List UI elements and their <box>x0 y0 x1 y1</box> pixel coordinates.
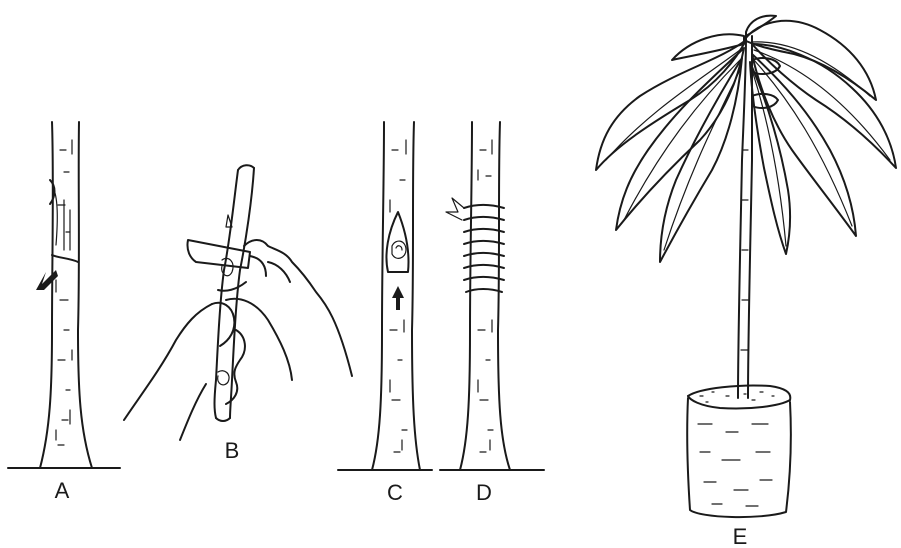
trunk-left-edge <box>738 36 746 398</box>
arrow-a-icon <box>36 270 58 290</box>
stem-d-left-edge <box>460 122 472 470</box>
stem-a-bark-texture <box>56 140 72 445</box>
stem-a-right-edge <box>78 122 92 468</box>
stem-c-bud-shield <box>386 212 408 272</box>
budstick-tip <box>238 165 254 170</box>
panel-label-c: C <box>387 480 403 505</box>
arrow-c-icon <box>392 286 404 310</box>
hand-right-fingers <box>218 256 290 291</box>
panel-b-bud-cutting: B <box>124 165 352 463</box>
panel-c-bud-inserted: C <box>338 122 432 505</box>
pot-soil <box>700 392 774 402</box>
hand-left-underside <box>180 384 206 440</box>
leaf-veins <box>606 42 890 250</box>
panel-label-b: B <box>225 438 240 463</box>
stem-d-binding-tie <box>446 198 464 220</box>
stem-d-bark-texture <box>478 140 493 452</box>
panel-e-potted-plant: E <box>596 16 896 548</box>
stem-c-bud-eye <box>392 241 406 258</box>
stem-a-cut-line <box>52 255 78 262</box>
stem-d-right-edge <box>498 122 510 470</box>
hand-left-fingers <box>226 330 245 404</box>
budstick-base <box>216 418 230 421</box>
hand-left-thumb <box>212 303 234 346</box>
panel-a-stem-notch: A <box>8 122 120 503</box>
budstick-lower-bud <box>218 371 229 385</box>
stem-c-left-edge <box>372 122 384 470</box>
stem-a-left-edge <box>40 122 53 468</box>
panel-label-a: A <box>55 478 70 503</box>
pot-texture <box>698 424 772 506</box>
stem-c-right-edge <box>412 122 420 470</box>
stem-a-cut-strip <box>54 190 70 250</box>
pot-body <box>687 398 791 517</box>
pot-rim-top <box>688 385 790 400</box>
hand-left-wrist <box>124 304 212 420</box>
panel-d-bud-wrapped: D <box>440 122 544 505</box>
panel-label-d: D <box>476 480 492 505</box>
panel-label-e: E <box>733 524 748 548</box>
